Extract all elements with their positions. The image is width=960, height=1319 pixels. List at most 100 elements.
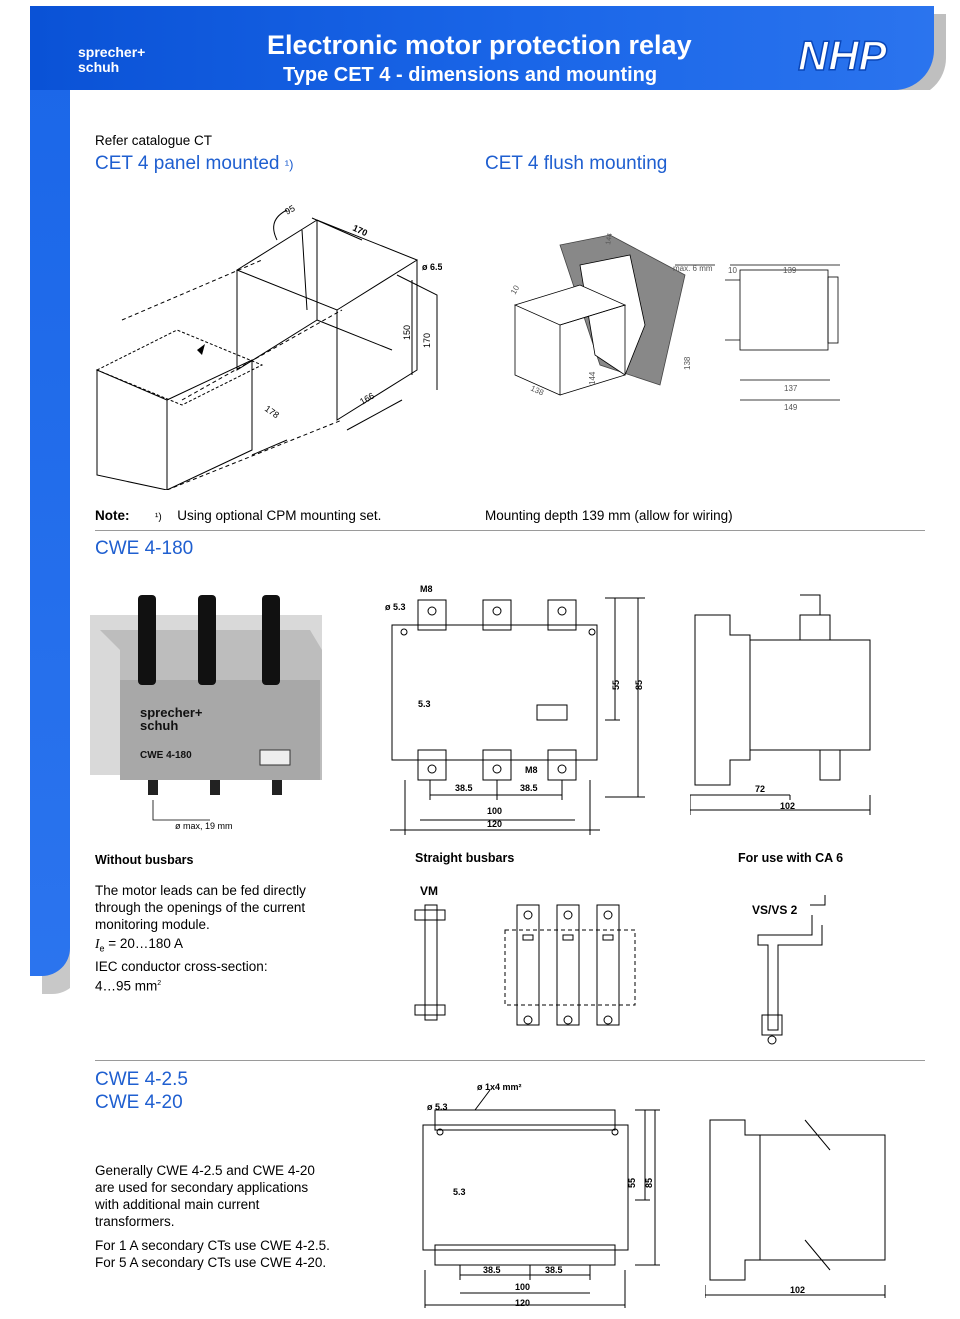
ie-value: = 20…180 A bbox=[104, 936, 183, 951]
flush-dim-max6: max. 6 mm bbox=[673, 264, 713, 273]
note-row: Note: ¹) Using optional CPM mounting set… bbox=[95, 507, 381, 526]
cwe180-slot: 5.3 bbox=[418, 699, 431, 709]
flush-mounting-drawing: 144 max. 6 mm 10 139 10 138 137 149 144 … bbox=[509, 233, 840, 412]
footnote-mark: ¹) bbox=[284, 157, 294, 172]
dim-166: 166 bbox=[358, 391, 376, 407]
cwe25-desc3: with additional main current bbox=[95, 1197, 260, 1212]
content-panel bbox=[70, 90, 930, 990]
cwe180-d38a: 38.5 bbox=[455, 783, 473, 793]
desc-line3: monitoring module. bbox=[95, 917, 210, 932]
desc-line1: The motor leads can be fed directly bbox=[95, 883, 306, 898]
cwe25-description: Generally CWE 4-2.5 and CWE 4-20 are use… bbox=[95, 1162, 330, 1271]
note-mark: ¹) bbox=[155, 512, 162, 523]
cwe180-d38b: 38.5 bbox=[520, 783, 538, 793]
brand-logo: sprecher+ schuh bbox=[78, 45, 145, 75]
flush-dim-139: 139 bbox=[783, 266, 797, 275]
cwe25-hole: ø 5.3 bbox=[427, 1102, 448, 1112]
dim-95: 95 bbox=[283, 203, 297, 217]
cwe180-d100: 100 bbox=[487, 806, 502, 816]
iec-value: 4…95 mm bbox=[95, 978, 158, 994]
photo-brand-1: sprecher+ bbox=[140, 705, 203, 720]
iec-sup: 2 bbox=[157, 979, 162, 987]
cwe25-d55: 55 bbox=[627, 1178, 637, 1188]
iec-label: IEC conductor cross-section: bbox=[95, 958, 268, 974]
cwe25-d85: 85 bbox=[644, 1178, 654, 1188]
ie-symbol: I bbox=[95, 936, 100, 951]
flush-dim-10b: 10 bbox=[509, 283, 522, 296]
cwe25-note2: For 5 A secondary CTs use CWE 4-20. bbox=[95, 1255, 327, 1270]
ca6-busbar-drawing: VS/VS 2 bbox=[752, 895, 826, 1045]
cwe180-description: The motor leads can be fed directly thro… bbox=[95, 882, 306, 994]
flush-dim-144-bottom: 138 bbox=[529, 384, 545, 398]
cwe25-heading1: CWE 4-2.5 bbox=[95, 1069, 188, 1090]
iec-value-line: 4…95 mm2 bbox=[95, 975, 306, 995]
flush-dim-138-side: 138 bbox=[683, 356, 692, 370]
col-without-busbars: Without busbars bbox=[95, 853, 194, 867]
brand-line2: schuh bbox=[78, 59, 120, 75]
cwe180-side-drawing: 72 102 bbox=[690, 594, 871, 815]
panel-mounted-heading: CET 4 panel mounted ¹) bbox=[95, 153, 293, 175]
cwe180-d120: 120 bbox=[487, 819, 502, 829]
cwe180-m8-bottom: M8 bbox=[525, 765, 538, 775]
ie-sub: e bbox=[99, 943, 105, 954]
cwe180-heading: CWE 4-180 bbox=[95, 538, 194, 559]
dim-hole: ø 6.5 bbox=[422, 262, 442, 272]
left-frame-bar bbox=[30, 6, 70, 976]
cwe180-m8-top: M8 bbox=[420, 584, 433, 594]
cwe180-d72: 72 bbox=[755, 784, 765, 794]
panel-heading-text: CET 4 panel mounted bbox=[95, 153, 280, 174]
panel-mounted-drawing: 95 170 ø 6.5 150 170 178 166 bbox=[95, 203, 442, 490]
dim-178: 178 bbox=[263, 403, 281, 420]
cwe180-photo: sprecher+ schuh CWE 4-180 bbox=[90, 590, 322, 800]
page-subtitle: Type CET 4 - dimensions and mounting bbox=[283, 64, 658, 86]
cwe25-desc2: are used for secondary applications bbox=[95, 1180, 309, 1195]
brand-line1: sprecher+ bbox=[78, 44, 146, 60]
cwe180-front-drawing: M8 ø 5.3 5.3 55 85 38.5 38.5 M8 100 120 bbox=[385, 584, 645, 835]
diam-note: ø max, 19 mm bbox=[175, 821, 233, 831]
nhp-logo: NHP bbox=[796, 31, 926, 80]
cwe25-slot: 5.3 bbox=[453, 1187, 466, 1197]
note-label: Note: bbox=[95, 508, 130, 523]
dim-170-top: 170 bbox=[351, 223, 369, 238]
photo-model: CWE 4-180 bbox=[140, 750, 192, 761]
cwe25-d102: 102 bbox=[790, 1285, 805, 1295]
cwe25-front-drawing: ø 1x4 mm² ø 5.3 5.3 55 85 38.5 38.5 100 … bbox=[422, 1082, 660, 1308]
cwe25-heading: CWE 4-2.5 CWE 4-20 bbox=[95, 1068, 188, 1114]
cwe180-d55: 55 bbox=[611, 680, 621, 690]
cwe25-side-drawing: 102 bbox=[705, 1119, 886, 1298]
cwe25-wire: ø 1x4 mm² bbox=[477, 1082, 522, 1092]
cwe180-hole: ø 5.3 bbox=[385, 602, 406, 612]
flush-dim-137: 137 bbox=[784, 384, 798, 393]
vm-label: VM bbox=[420, 884, 438, 898]
col-straight-busbars: Straight busbars bbox=[415, 851, 515, 865]
divider bbox=[95, 530, 925, 531]
vsvs2-label: VS/VS 2 bbox=[752, 903, 798, 917]
note-text: Using optional CPM mounting set. bbox=[177, 508, 382, 523]
photo-brand-2: schuh bbox=[140, 718, 178, 733]
cwe25-d38a: 38.5 bbox=[483, 1265, 501, 1275]
nhp-logo-text: NHP bbox=[798, 32, 888, 77]
page-title: Electronic motor protection relay bbox=[267, 30, 692, 60]
cwe180-d102: 102 bbox=[780, 801, 795, 811]
flush-dim-10: 10 bbox=[728, 266, 737, 275]
flush-mounting-heading: CET 4 flush mounting bbox=[485, 153, 668, 174]
desc-line2: through the openings of the current bbox=[95, 900, 306, 915]
header-banner bbox=[30, 6, 934, 90]
diam-leader bbox=[152, 800, 210, 821]
cwe25-heading2: CWE 4-20 bbox=[95, 1092, 183, 1113]
col-ca6: For use with CA 6 bbox=[738, 851, 844, 865]
mounting-depth: Mounting depth 139 mm (allow for wiring) bbox=[485, 508, 733, 523]
cwe25-d100: 100 bbox=[515, 1282, 530, 1292]
cwe25-note1: For 1 A secondary CTs use CWE 4-2.5. bbox=[95, 1238, 330, 1253]
cwe25-desc4: transformers. bbox=[95, 1214, 175, 1229]
dim-150: 150 bbox=[402, 325, 412, 340]
dim-170-side: 170 bbox=[422, 333, 432, 348]
straight-busbars-drawing: VM bbox=[414, 884, 636, 1026]
ie-line: Ie = 20…180 A bbox=[95, 935, 306, 958]
refer-catalogue: Refer catalogue CT bbox=[95, 133, 213, 148]
flush-dim-144-side: 144 bbox=[588, 371, 597, 385]
flush-dim-149: 149 bbox=[784, 403, 798, 412]
cwe180-d85: 85 bbox=[634, 680, 644, 690]
cwe25-d38b: 38.5 bbox=[545, 1265, 563, 1275]
cwe25-d120: 120 bbox=[515, 1298, 530, 1308]
